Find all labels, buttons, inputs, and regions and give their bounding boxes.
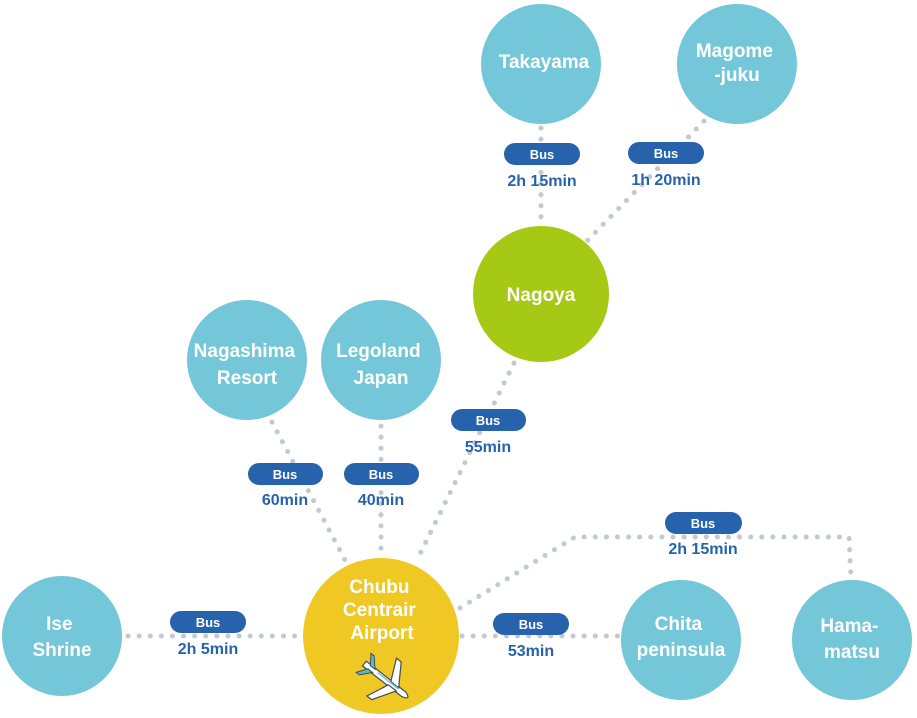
route-hamamatsu: Bus 2h 15min xyxy=(665,512,742,558)
node-chita-label: Chita peninsula xyxy=(637,614,726,661)
route-nagashima-mode: Bus xyxy=(273,467,298,482)
node-airport-circle xyxy=(303,558,459,714)
node-nagoya-circle xyxy=(473,226,609,362)
node-nagoya[interactable]: Nagoya xyxy=(473,226,609,362)
route-line-magome xyxy=(582,118,707,246)
node-nagashima-circle xyxy=(187,300,307,420)
route-takayama-duration: 2h 15min xyxy=(507,173,576,190)
node-legoland[interactable]: Legoland Japan xyxy=(321,300,441,420)
node-takayama[interactable]: Takayama xyxy=(481,4,601,124)
node-magome[interactable]: Magome -juku xyxy=(677,4,797,124)
route-line-nagashima xyxy=(269,419,348,563)
route-nagoya-badge xyxy=(451,409,526,431)
route-magome: Bus 1h 20min xyxy=(628,142,704,189)
node-ise-circle xyxy=(2,576,122,696)
node-nagashima[interactable]: Nagashima Resort xyxy=(187,300,307,420)
route-nagoya: Bus 55min xyxy=(451,409,526,456)
route-ise-duration: 2h 5min xyxy=(178,641,238,658)
route-hamamatsu-badge xyxy=(665,512,742,534)
route-magome-mode: Bus xyxy=(654,146,679,161)
route-nagoya-duration: 55min xyxy=(465,439,511,456)
node-legoland-circle xyxy=(321,300,441,420)
route-nagashima-duration: 60min xyxy=(262,492,308,509)
route-chita-mode: Bus xyxy=(519,617,544,632)
route-hamamatsu-mode: Bus xyxy=(691,516,716,531)
node-nagoya-label: Nagoya xyxy=(507,285,576,306)
route-magome-badge xyxy=(628,142,704,164)
route-legoland-mode: Bus xyxy=(369,467,394,482)
node-airport[interactable]: Chubu Centrair Airport xyxy=(303,558,459,716)
node-nagashima-label: Nagashima Resort xyxy=(194,341,301,389)
airplane-icon xyxy=(355,652,409,701)
route-magome-duration: 1h 20min xyxy=(631,172,700,189)
route-ise-mode: Bus xyxy=(196,615,221,630)
node-chita[interactable]: Chita peninsula xyxy=(621,580,741,700)
node-ise-label: Ise Shrine xyxy=(32,614,91,661)
route-ise: Bus 2h 5min xyxy=(170,611,246,658)
route-legoland-badge xyxy=(344,463,419,485)
route-takayama: Bus 2h 15min xyxy=(504,143,580,190)
route-legoland: Bus 40min xyxy=(344,463,419,509)
route-nagoya-mode: Bus xyxy=(476,413,501,428)
node-hamamatsu[interactable]: Hama- matsu xyxy=(792,580,912,700)
node-airport-label: Chubu Centrair Airport xyxy=(343,577,421,644)
node-takayama-label: Takayama xyxy=(499,52,590,73)
route-ise-badge xyxy=(170,611,246,633)
route-legoland-duration: 40min xyxy=(358,492,404,509)
route-takayama-badge xyxy=(504,143,580,165)
route-chita: Bus 53min xyxy=(493,613,569,660)
node-hamamatsu-circle xyxy=(792,580,912,700)
route-nagashima-badge xyxy=(248,463,323,485)
node-magome-circle xyxy=(677,4,797,124)
node-ise[interactable]: Ise Shrine xyxy=(2,576,122,696)
route-labels: Bus 2h 15min Bus 1h 20min Bus 55min Bus … xyxy=(170,142,742,660)
route-lines xyxy=(125,118,854,639)
route-chita-duration: 53min xyxy=(508,643,554,660)
route-hamamatsu-duration: 2h 15min xyxy=(668,541,737,558)
node-takayama-circle xyxy=(481,4,601,124)
node-legoland-label: Legoland Japan xyxy=(336,341,426,389)
route-line-hamamatsu xyxy=(457,534,854,611)
route-nagashima: Bus 60min xyxy=(248,463,323,509)
node-chita-circle xyxy=(621,580,741,700)
nodes: Takayama Magome -juku Nagoya Nagashima R… xyxy=(2,4,912,716)
route-takayama-mode: Bus xyxy=(530,147,555,162)
route-chita-badge xyxy=(493,613,569,635)
route-line-nagoya xyxy=(413,360,517,565)
node-magome-label: Magome -juku xyxy=(696,41,778,86)
node-hamamatsu-label: Hama- matsu xyxy=(820,616,883,663)
